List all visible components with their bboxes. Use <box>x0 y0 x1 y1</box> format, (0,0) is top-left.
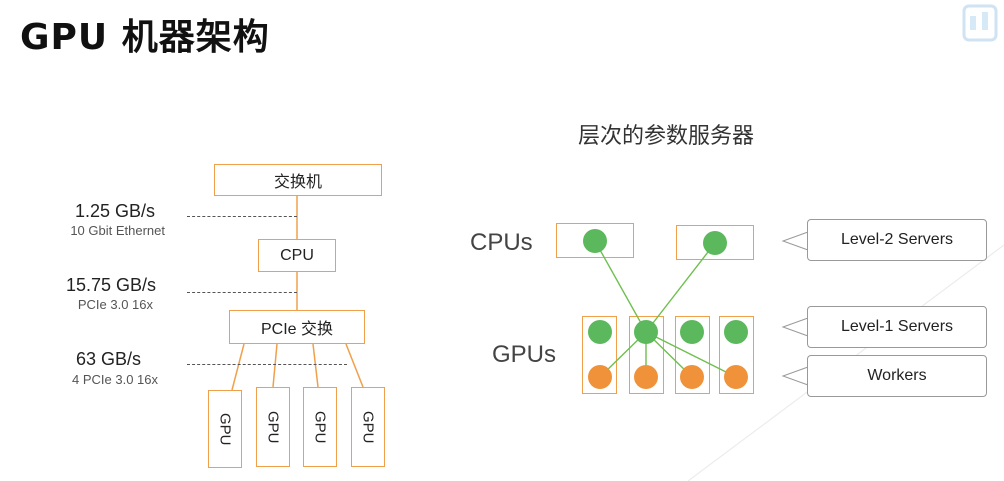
bandwidth-value: 63 GB/s <box>75 349 141 369</box>
bandwidth-dashed-line <box>187 216 297 217</box>
worker-node <box>680 365 704 389</box>
bandwidth-value: 1.25 GB/s <box>74 201 155 221</box>
cpus-row-label: CPUs <box>470 229 533 256</box>
level1-server-node <box>634 320 658 344</box>
level1-server-node <box>724 320 748 344</box>
level2-server-node <box>703 231 727 255</box>
gpus-row-label: GPUs <box>492 341 557 368</box>
workers-callout: Workers <box>807 355 987 397</box>
worker-node <box>588 365 612 389</box>
gpu-box: GPU <box>208 390 242 468</box>
pcie-switch-label: PCIe 交换 <box>260 321 334 338</box>
bandwidth-detail: PCIe 3.0 16x <box>77 297 153 312</box>
worker-node <box>724 365 748 389</box>
network-switch-box: 交换机 <box>214 164 382 196</box>
gpu-box: GPU <box>256 387 290 467</box>
server-links <box>594 240 737 378</box>
level2-servers-label: Level-2 Servers <box>840 231 954 248</box>
level2-servers-callout: Level-2 Servers <box>807 219 987 261</box>
bandwidth-dashed-line <box>187 364 347 365</box>
logo-watermark <box>962 4 998 42</box>
page-title: GPU 机器架构 <box>20 17 270 58</box>
gpu-box: GPU <box>351 387 385 467</box>
level1-server-node <box>588 320 612 344</box>
worker-node <box>634 365 658 389</box>
gpu-box: GPU <box>303 387 337 467</box>
level1-server-node <box>680 320 704 344</box>
workers-label: Workers <box>867 367 927 384</box>
bandwidth-detail: 4 PCIe 3.0 16x <box>72 372 158 387</box>
callout-pointer <box>781 366 809 386</box>
level1-servers-label: Level-1 Servers <box>840 318 954 335</box>
level2-server-node <box>583 229 607 253</box>
bandwidth-dashed-line <box>187 292 297 293</box>
cpu-box: CPU <box>258 239 336 272</box>
gpu-label: GPU <box>264 410 282 444</box>
cpu-label: CPU <box>280 246 314 264</box>
network-switch-label: 交换机 <box>273 174 322 191</box>
callout-pointer <box>781 317 809 337</box>
gpu-label: GPU <box>216 412 234 446</box>
bandwidth-detail: 10 Gbit Ethernet <box>70 223 165 238</box>
bandwidth-value: 15.75 GB/s <box>65 275 156 295</box>
level1-servers-callout: Level-1 Servers <box>807 306 987 348</box>
gpu-label: GPU <box>359 410 377 444</box>
gpu-label: GPU <box>311 410 329 444</box>
hierarchy-title: 层次的参数服务器 <box>578 124 755 149</box>
callout-pointer <box>781 231 809 251</box>
pcie-switch-box: PCIe 交换 <box>229 310 365 344</box>
